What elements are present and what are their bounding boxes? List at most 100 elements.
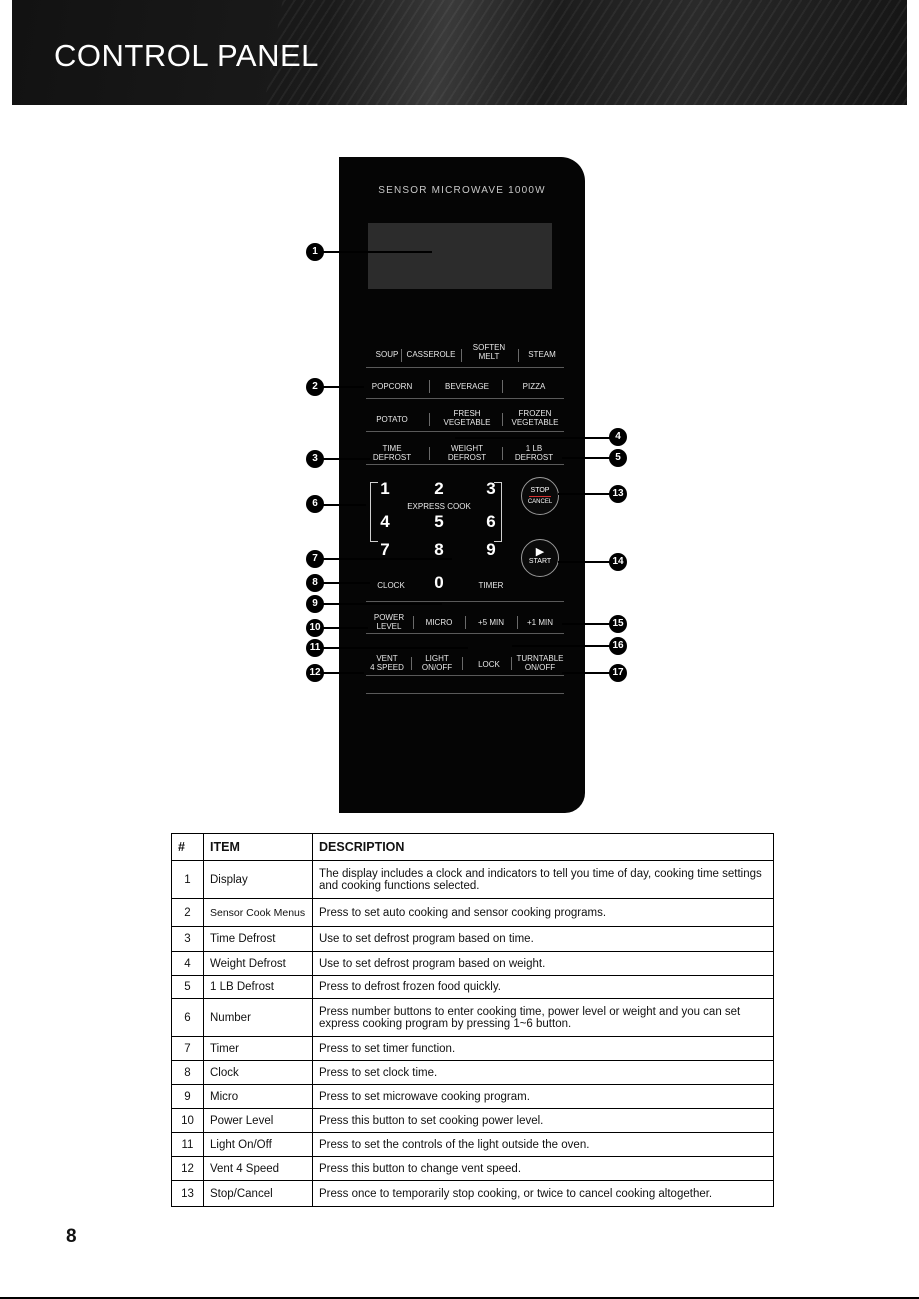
number-6-button[interactable]: 6 xyxy=(486,512,496,531)
separator xyxy=(429,447,430,460)
callout-6: 6 xyxy=(306,495,324,513)
express-bracket-left xyxy=(370,482,378,542)
number-1-button[interactable]: 1 xyxy=(380,479,390,498)
callout-12: 12 xyxy=(306,664,324,682)
divider xyxy=(366,398,564,399)
separator xyxy=(411,657,412,670)
callout-15: 15 xyxy=(609,615,627,633)
callout-10: 10 xyxy=(306,619,324,637)
clock-button[interactable]: CLOCK xyxy=(377,581,405,590)
separator xyxy=(502,413,503,426)
popcorn-button[interactable]: POPCORN xyxy=(371,382,413,391)
number-4-button[interactable]: 4 xyxy=(380,512,390,531)
leader-line xyxy=(322,558,452,560)
row-description: Press once to temporarily stop cooking, … xyxy=(312,1180,774,1207)
play-icon: ▶ xyxy=(535,546,545,558)
number-2-button[interactable]: 2 xyxy=(434,479,444,498)
separator xyxy=(465,616,466,629)
plus-5-min-button[interactable]: +5 MIN xyxy=(477,618,504,627)
row-item: Clock xyxy=(203,1060,313,1085)
row-item: Number xyxy=(203,998,313,1037)
potato-button[interactable]: POTATO xyxy=(376,415,408,424)
row-number: 6 xyxy=(171,998,204,1037)
pizza-button[interactable]: PIZZA xyxy=(522,382,546,391)
number-3-button[interactable]: 3 xyxy=(486,479,496,498)
row-item: Sensor Cook Menus xyxy=(203,898,313,927)
row-description: Press to set microwave cooking program. xyxy=(312,1084,774,1109)
separator xyxy=(461,349,462,362)
stop-cancel-button[interactable]: STOP CANCEL xyxy=(521,477,559,515)
casserole-button[interactable]: CASSEROLE xyxy=(406,350,456,359)
row-number: 12 xyxy=(171,1156,204,1181)
row-number: 2 xyxy=(171,898,204,927)
callout-17: 17 xyxy=(609,664,627,682)
row-item: Timer xyxy=(203,1036,313,1061)
red-line xyxy=(529,496,551,497)
separator xyxy=(429,380,430,393)
row-number: 8 xyxy=(171,1060,204,1085)
header-banner: CONTROL PANEL xyxy=(12,0,907,105)
leader-line xyxy=(322,603,442,605)
footer-line xyxy=(0,1297,919,1299)
row-description: The display includes a clock and indicat… xyxy=(312,860,774,899)
callout-2: 2 xyxy=(306,378,324,396)
row-number: 4 xyxy=(171,951,204,976)
micro-button[interactable]: MICRO xyxy=(425,618,453,627)
express-cook-label: EXPRESS COOK xyxy=(407,502,471,511)
leader-line xyxy=(558,493,610,495)
leader-line xyxy=(322,627,368,629)
column-header: DESCRIPTION xyxy=(312,833,774,861)
page-number: 8 xyxy=(66,1226,77,1247)
number-7-button[interactable]: 7 xyxy=(380,540,390,559)
steam-button[interactable]: STEAM xyxy=(528,350,556,359)
row-number: 5 xyxy=(171,975,204,999)
divider xyxy=(366,601,564,602)
row-item: Vent 4 Speed xyxy=(203,1156,313,1181)
divider xyxy=(366,693,564,694)
leader-line xyxy=(562,672,610,674)
leader-line xyxy=(562,623,610,625)
separator xyxy=(429,413,430,426)
callout-4: 4 xyxy=(609,428,627,446)
table-header-row: # ITEM DESCRIPTION xyxy=(171,833,774,861)
number-8-button[interactable]: 8 xyxy=(434,540,444,559)
number-9-button[interactable]: 9 xyxy=(486,540,496,559)
row-item: Display xyxy=(203,860,313,899)
row-number: 10 xyxy=(171,1108,204,1133)
beverage-button[interactable]: BEVERAGE xyxy=(444,382,489,391)
separator xyxy=(413,616,414,629)
timer-button[interactable]: TIMER xyxy=(478,581,504,590)
column-header: ITEM xyxy=(203,833,313,861)
separator xyxy=(502,447,503,460)
control-panel: SENSOR MICROWAVE 1000W SOUP CASSEROLE SO… xyxy=(339,157,585,813)
number-5-button[interactable]: 5 xyxy=(434,512,444,531)
callout-11: 11 xyxy=(306,639,324,657)
lock-button[interactable]: LOCK xyxy=(478,660,500,669)
leader-line xyxy=(322,386,364,388)
plus-1-min-button[interactable]: +1 MIN xyxy=(526,618,553,627)
soup-button[interactable]: SOUP xyxy=(375,350,399,359)
divider xyxy=(366,367,564,368)
leader-line xyxy=(322,647,468,649)
number-0-button[interactable]: 0 xyxy=(434,573,444,592)
start-button[interactable]: ▶ START xyxy=(521,539,559,577)
row-item: Micro xyxy=(203,1084,313,1109)
